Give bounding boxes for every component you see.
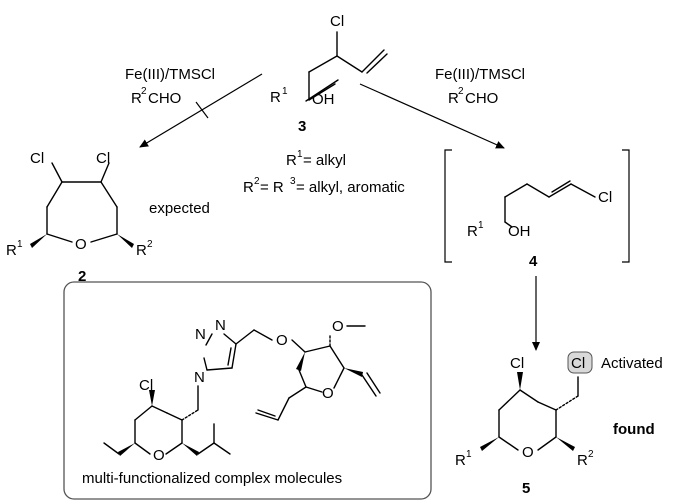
- compound-5-number: 5: [522, 480, 530, 497]
- right-reagent-line1: Fe(III)/TMSCl: [435, 66, 525, 83]
- compound-4-cl: Cl: [598, 189, 612, 206]
- activated-label: Activated: [601, 355, 663, 372]
- right-reagent-r-sup: 2: [458, 86, 464, 97]
- cross-mark: [195, 101, 209, 119]
- compound-3-bonds: [308, 31, 388, 101]
- activated-cl-highlight: [567, 351, 593, 374]
- arrow-to-expected: [139, 73, 263, 148]
- left-reagent-cho: CHO: [148, 90, 181, 107]
- r2-definition-r: R: [243, 179, 254, 196]
- compound-2-r2-sup: 2: [147, 239, 153, 250]
- found-label: found: [613, 421, 655, 438]
- left-reagent-r-sup: 2: [141, 86, 147, 97]
- compound-4-number: 4: [529, 253, 538, 270]
- compound-5-r1-sup: 1: [466, 449, 472, 460]
- left-reagent-r: R: [131, 90, 142, 107]
- compound-2-r1-sup: 1: [17, 239, 23, 250]
- compound-5-o: O: [522, 444, 534, 461]
- complex-thf-o: O: [322, 385, 334, 402]
- compound-3-structure: [305, 79, 339, 102]
- complex-ome-o: O: [332, 318, 344, 335]
- complex-ether-o: O: [276, 332, 288, 349]
- compound-2-cl-right: Cl: [96, 150, 110, 167]
- compound-2-number: 2: [78, 268, 86, 285]
- r2-definition-sup2: 2: [254, 176, 260, 187]
- compound-4-r-sup: 1: [478, 220, 484, 231]
- complex-cl: Cl: [139, 377, 153, 394]
- compound-4-bonds: [504, 180, 596, 228]
- compound-2-ring: [30, 162, 134, 248]
- compound-2-o: O: [75, 236, 87, 253]
- compound-4-r: R: [467, 223, 478, 240]
- complex-triazole-n1: N: [195, 326, 206, 343]
- expected-label: expected: [149, 200, 210, 217]
- complex-triazole-n2: N: [215, 317, 226, 334]
- compound-4-oh: OH: [508, 223, 531, 240]
- compound-5-r2: R: [577, 452, 588, 469]
- complex-thp-o: O: [153, 447, 165, 464]
- r2-definition-sup3: 3: [290, 176, 296, 187]
- compound-5-r1: R: [455, 452, 466, 469]
- complex-molecule-structure: [103, 325, 381, 456]
- compound-5-r2-sup: 2: [588, 449, 594, 460]
- compound-5-ring: [480, 372, 579, 451]
- complex-triazole-n3: N: [194, 369, 205, 386]
- compound-2-r2: R: [136, 242, 147, 259]
- compound-4-brackets: [444, 149, 630, 263]
- r1-definition-text: = alkyl: [303, 152, 346, 169]
- box-caption: multi-functionalized complex molecules: [82, 470, 342, 487]
- left-reagent-line1: Fe(III)/TMSCl: [125, 66, 215, 83]
- compound-5-cl-activated: Cl: [571, 355, 585, 372]
- arrow-to-intermediate: [359, 83, 505, 149]
- r2-definition-eq: = R: [260, 179, 284, 196]
- compound-2-r1: R: [6, 242, 17, 259]
- compound-3-r: R: [270, 89, 281, 106]
- r1-definition-sup: 1: [297, 149, 303, 160]
- complex-molecule-box: [63, 281, 432, 500]
- compound-3-oh: OH: [312, 91, 335, 108]
- compound-5-cl: Cl: [510, 355, 524, 372]
- compound-3-number: 3: [298, 118, 306, 135]
- right-reagent-cho: CHO: [465, 90, 498, 107]
- right-reagent-r: R: [448, 90, 459, 107]
- r2-definition-tail: = alkyl, aromatic: [296, 179, 405, 196]
- r1-definition-r: R: [286, 152, 297, 169]
- compound-3-r-sup: 1: [282, 86, 288, 97]
- compound-2-cl-left: Cl: [30, 150, 44, 167]
- compound-3-cl: Cl: [330, 13, 344, 30]
